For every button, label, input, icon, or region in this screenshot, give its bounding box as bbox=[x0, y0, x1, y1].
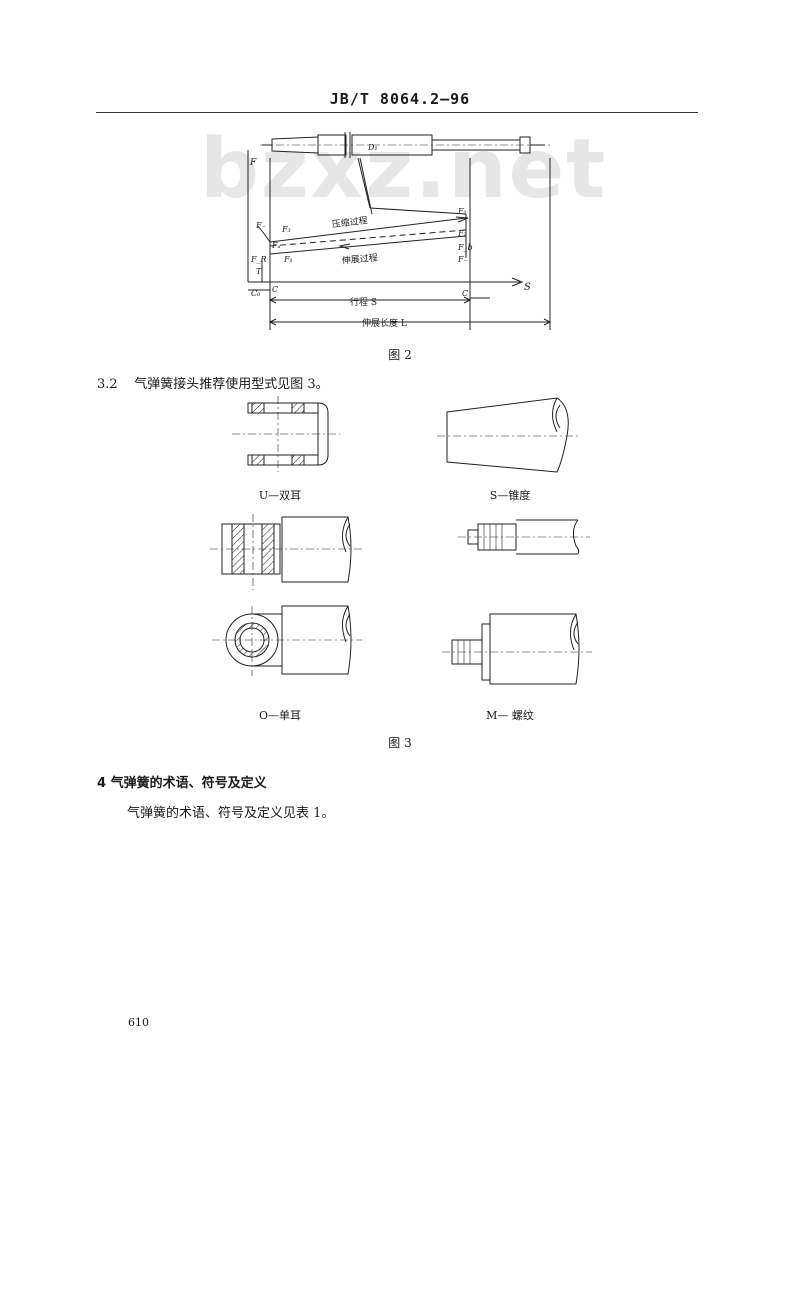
fig2-label-f-bottom: F₋ bbox=[457, 255, 468, 264]
fig2-label-f3: F₃ bbox=[281, 225, 291, 234]
caption-u-double-ear: U—双耳 bbox=[258, 489, 302, 502]
fig2-label-f1-top: F₁ bbox=[457, 207, 467, 216]
figure-3-drawings bbox=[210, 396, 592, 685]
fig2-label-t: T bbox=[256, 267, 262, 276]
fig2-label-fa: Fₐ bbox=[271, 241, 281, 250]
caption-m-thread: M— 螺纹 bbox=[486, 709, 534, 722]
fig2-label-d1: D₁ bbox=[367, 143, 378, 152]
standard-code-header: JB/T 8064.2—96 bbox=[329, 90, 471, 108]
fig2-stroke-label: 行程 S bbox=[350, 296, 377, 308]
figure-2-diagram: F S F₁ F₋ F₃ Fₐ F₂ F_b F₁ F_R F₋ T C₀ C … bbox=[247, 132, 552, 330]
section-3-2-text: 气弹簧接头推荐使用型式见图 3。 bbox=[134, 377, 329, 392]
fig2-stroke-axis-label: S bbox=[524, 282, 531, 293]
header-rule bbox=[96, 112, 698, 113]
section-4-text: 气弹簧的术语、符号及定义见表 1。 bbox=[127, 806, 335, 821]
fig2-label-fr-bottom: F_R bbox=[250, 255, 267, 264]
fig2-extension-label: 伸展过程 bbox=[341, 251, 378, 266]
fig2-label-c-left: C bbox=[272, 285, 278, 294]
page-number: 610 bbox=[128, 1016, 149, 1029]
caption-o-single-ear: O—单耳 bbox=[258, 709, 302, 722]
fig2-length-label: 伸展长度 L bbox=[362, 317, 407, 329]
fig2-compression-label: 压缩过程 bbox=[331, 214, 368, 230]
section-3-2: 3.2 气弹簧接头推荐使用型式见图 3。 bbox=[97, 373, 329, 392]
section-3-2-number: 3.2 bbox=[97, 377, 118, 392]
watermark: bzxz.net bbox=[200, 122, 608, 217]
fig2-label-fr: F₋ bbox=[255, 221, 266, 230]
figure-3-title: 图 3 bbox=[388, 736, 412, 750]
fig2-label-c0: C₀ bbox=[251, 289, 261, 298]
section-4-heading: 4 气弹簧的术语、符号及定义 bbox=[97, 776, 267, 791]
fig2-force-axis-label: F bbox=[249, 158, 257, 168]
fig2-label-fb: F_b bbox=[457, 243, 473, 252]
fig2-label-c-right: C bbox=[462, 289, 468, 298]
figure-2-title: 图 2 bbox=[388, 348, 412, 362]
fig2-label-f2: F₂ bbox=[457, 229, 467, 238]
caption-s-cone: S—锥度 bbox=[489, 489, 531, 502]
fig2-label-f1: F₁ bbox=[283, 255, 293, 264]
